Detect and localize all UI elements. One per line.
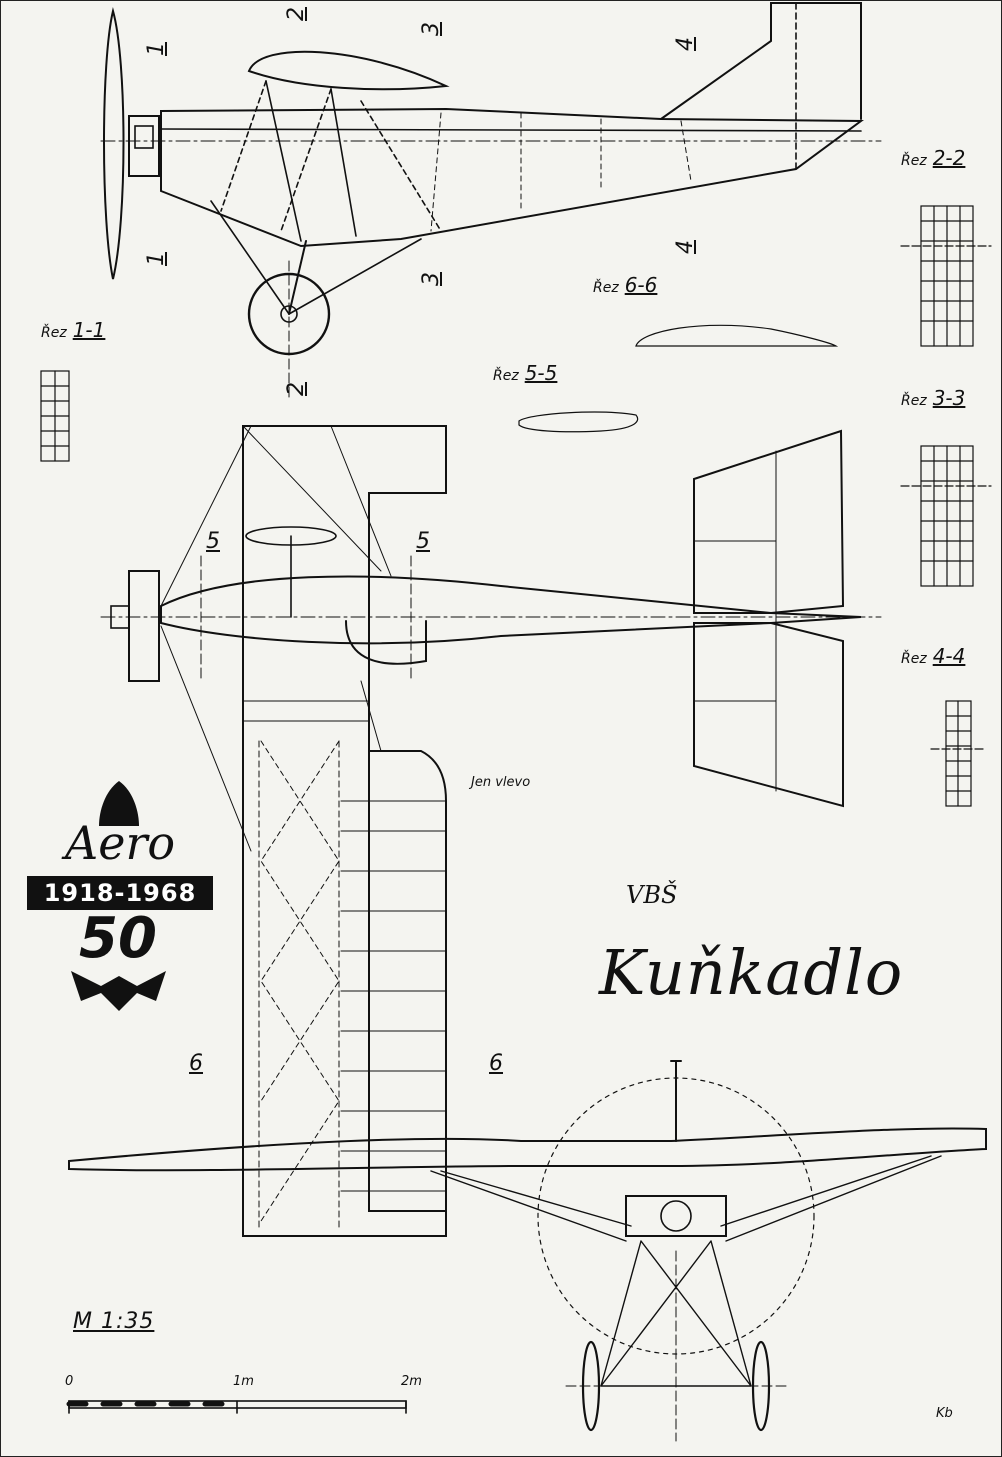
cut-mark-4-top: 4 [673,37,698,51]
cut-mark-2-bottom: 2 [284,382,309,396]
scale-2m: 2m [401,1374,422,1389]
top-view [100,425,882,1237]
cut-mark-3-bottom: 3 [419,272,444,286]
cut-mark-6-left: 6 [189,1051,203,1076]
cut-mark-5-right: 5 [416,529,430,554]
designer-monogram: VBŠ [626,881,678,909]
aero-logo-graphic [71,781,166,1011]
section-profiles [40,205,992,807]
side-view [100,2,882,402]
scale-1m: 1m [233,1374,254,1389]
cut-mark-1-bottom: 1 [144,252,169,266]
scale-ratio: M 1:35 [73,1309,155,1334]
author-mark: Kb [936,1406,953,1421]
front-view [68,1060,987,1442]
cut-mark-6-right: 6 [489,1051,503,1076]
logo-aero-text: Aero [65,816,176,870]
cut-mark-5-left: 5 [206,529,220,554]
aircraft-title: Kuňkadlo [599,936,904,1009]
cut-mark-3-top: 3 [419,22,444,36]
scale-bar [66,1400,407,1414]
cut-mark-1-top: 1 [144,42,169,56]
note-left-only: Jen vlevo [471,775,531,790]
logo-fifty: 50 [79,906,157,971]
cut-mark-4-bottom: 4 [673,240,698,254]
aero-anniversary-logo: Aero 1918-1968 50 [15,776,225,1016]
logo-years: 1918-1968 [27,876,213,910]
cut-mark-2-top: 2 [284,7,309,21]
scale-zero: 0 [65,1374,74,1389]
